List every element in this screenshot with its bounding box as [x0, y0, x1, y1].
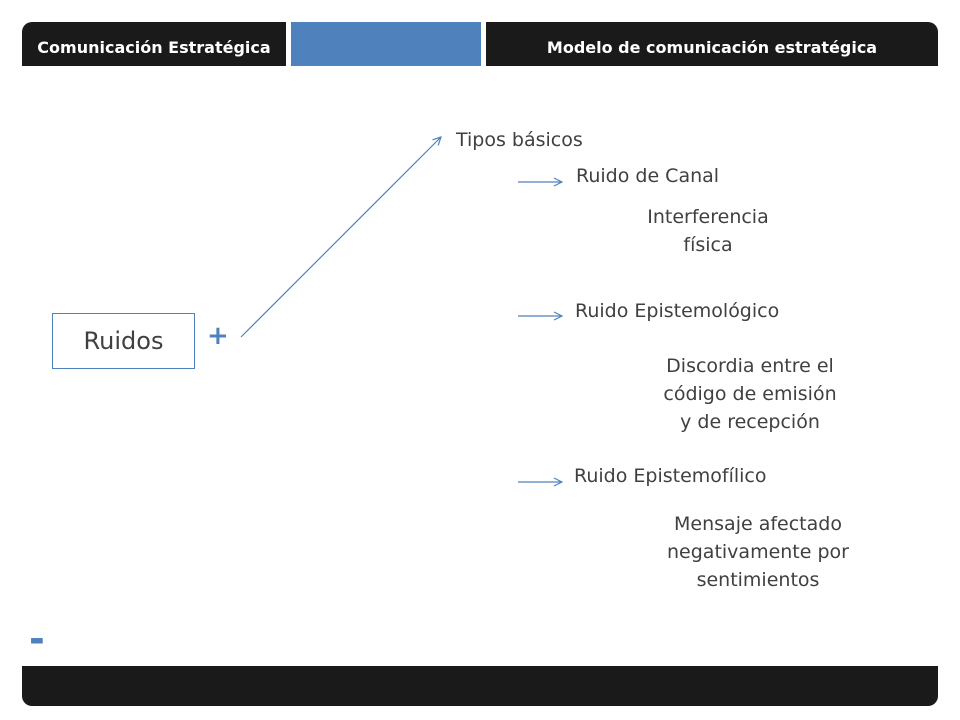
- minus-symbol: -: [29, 617, 45, 661]
- type-desc-line: física: [683, 234, 733, 256]
- type-desc-line: sentimientos: [696, 569, 820, 591]
- plus-symbol: +: [207, 321, 229, 351]
- header-right-tab: Modelo de comunicación estratégica: [486, 22, 938, 66]
- type-desc-line: Discordia entre el: [666, 355, 834, 377]
- ruidos-node: Ruidos: [52, 313, 195, 369]
- footer-bar: [22, 666, 938, 706]
- header-left-tab: Comunicación Estratégica: [22, 22, 286, 66]
- header-right-title: Modelo de comunicación estratégica: [546, 38, 878, 57]
- branch-title: Tipos básicos: [456, 129, 583, 151]
- type-desc-line: Interferencia: [647, 206, 769, 228]
- type-desc-line: código de emisión: [663, 383, 837, 405]
- type-name-epistemofilico: Ruido Epistemofílico: [574, 465, 767, 487]
- type-desc-epistemofilico: Mensaje afectado negativamente por senti…: [638, 510, 878, 594]
- type-desc-line: negativamente por: [667, 541, 849, 563]
- header-accent-block: [291, 22, 481, 66]
- header-left-title: Comunicación Estratégica: [37, 38, 271, 57]
- type-desc-epistemologico: Discordia entre el código de emisión y d…: [630, 352, 870, 436]
- type-desc-line: Mensaje afectado: [674, 513, 842, 535]
- ruidos-node-label: Ruidos: [83, 327, 164, 355]
- main-diagonal-arrow: [240, 137, 441, 338]
- type-desc-line: y de recepción: [680, 411, 820, 433]
- type-name-canal: Ruido de Canal: [576, 165, 720, 187]
- type-desc-canal: Interferencia física: [608, 203, 808, 259]
- type-name-epistemologico: Ruido Epistemológico: [575, 300, 780, 322]
